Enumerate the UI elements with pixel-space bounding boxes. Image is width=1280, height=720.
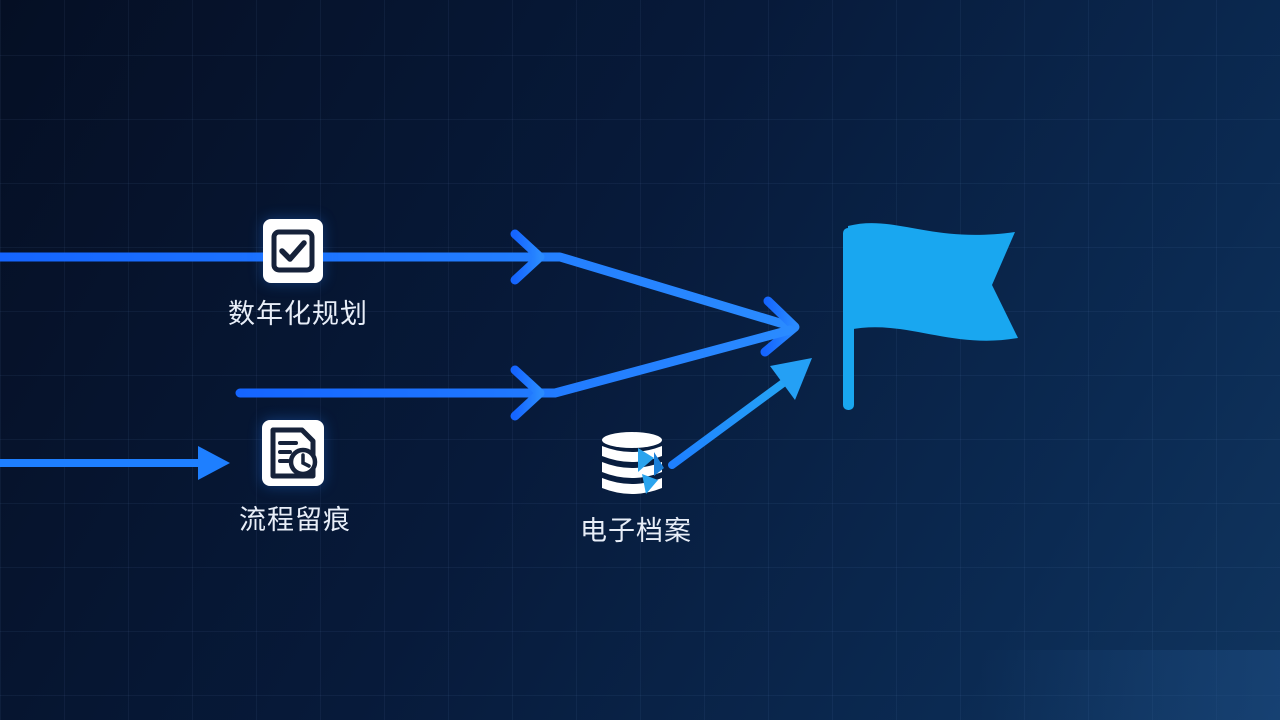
flow-line-archive: [668, 358, 812, 469]
database-icon: [598, 428, 670, 500]
trace-label: 流程留痕: [239, 505, 351, 536]
arrowhead-archive: [770, 358, 812, 400]
flag-icon: [843, 223, 1018, 410]
arrowhead-bottom: [198, 446, 230, 480]
chevron-middle-mid: [510, 365, 545, 421]
archive-label: 电子档案: [580, 516, 692, 547]
planning-label: 数年化规划: [228, 299, 368, 330]
flow-line-middle: [235, 325, 795, 421]
flow-line-bottom: [0, 446, 230, 480]
chevron-top-mid: [510, 229, 545, 285]
corner-glow: [980, 650, 1280, 720]
flow-line-top: [0, 229, 800, 357]
document-clock-icon: [262, 420, 324, 486]
chevron-top-end: [760, 296, 800, 357]
checkbox-icon: [263, 219, 323, 283]
